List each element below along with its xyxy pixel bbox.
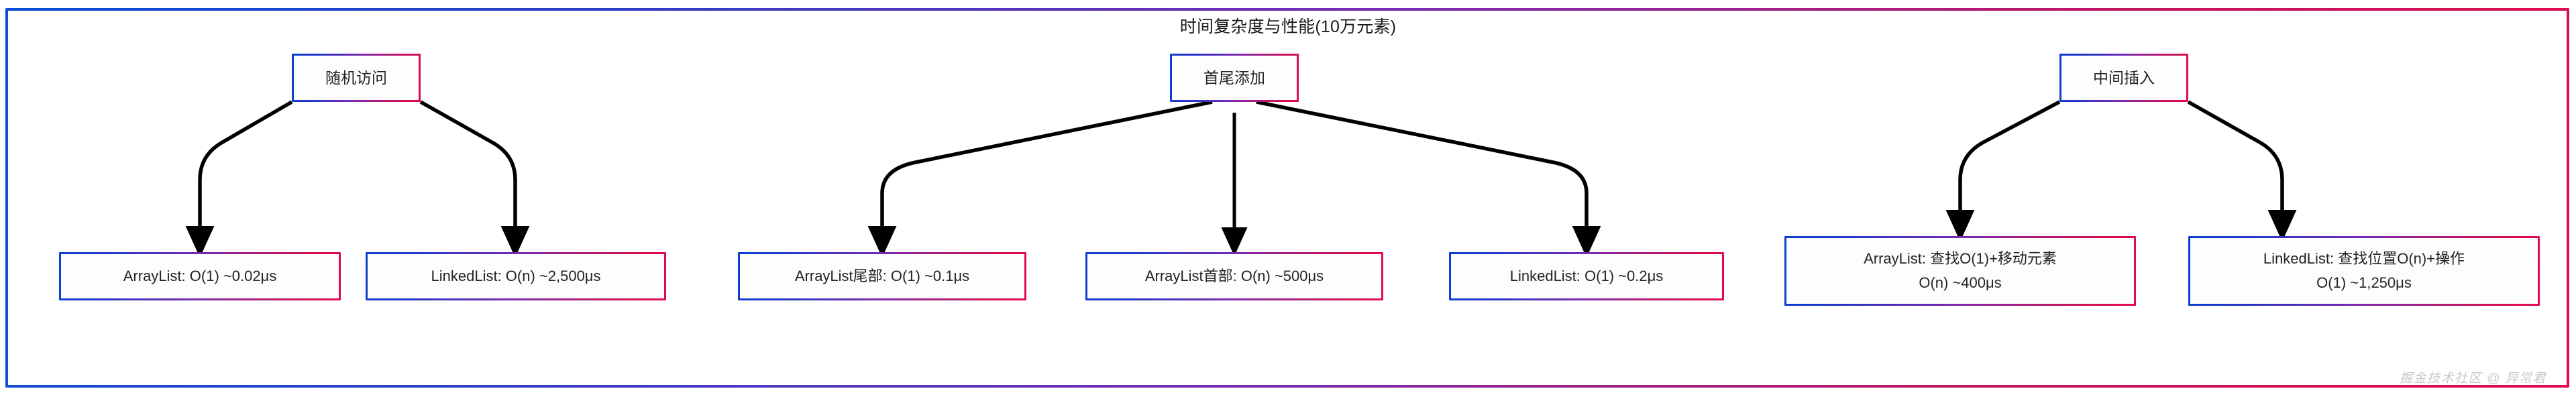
leaf-node-head-tail-arraylist-tail[interactable]: ArrayList尾部: O(1) ~0.1μs <box>738 252 1026 300</box>
leaf-node-line: LinkedList: 查找位置O(n)+操作 <box>2263 250 2465 267</box>
leaf-node-line: LinkedList: O(n) ~2,500μs <box>431 268 601 284</box>
leaf-node-random-access-arraylist[interactable]: ArrayList: O(1) ~0.02μs <box>59 252 341 300</box>
group-node-label: 中间插入 <box>2093 69 2155 87</box>
leaf-node-line: ArrayList尾部: O(1) ~0.1μs <box>794 268 970 284</box>
group-node-label: 随机访问 <box>325 69 387 87</box>
leaf-node-head-tail-arraylist-head[interactable]: ArrayList首部: O(n) ~500μs <box>1085 252 1383 300</box>
group-node-label: 首尾添加 <box>1203 69 1265 87</box>
leaf-node-random-access-linkedlist[interactable]: LinkedList: O(n) ~2,500μs <box>366 252 666 300</box>
group-node-middle-insert[interactable]: 中间插入 <box>2059 54 2188 102</box>
leaf-node-head-tail-linkedlist[interactable]: LinkedList: O(1) ~0.2μs <box>1449 252 1724 300</box>
leaf-node-line: LinkedList: O(1) ~0.2μs <box>1509 268 1664 284</box>
group-node-random-access[interactable]: 随机访问 <box>292 54 421 102</box>
leaf-node-text: ArrayList: 查找O(1)+移动元素 O(n) ~400μs <box>1864 247 2057 295</box>
leaf-node-middle-insert-linkedlist[interactable]: LinkedList: 查找位置O(n)+操作 O(1) ~1,250μs <box>2188 236 2540 306</box>
leaf-node-text: LinkedList: 查找位置O(n)+操作 O(1) ~1,250μs <box>2263 247 2465 295</box>
leaf-node-line: O(1) ~1,250μs <box>2316 274 2412 291</box>
diagram-title: 时间复杂度与性能(10万元素) <box>1179 17 1397 36</box>
leaf-node-line: ArrayList: 查找O(1)+移动元素 <box>1864 250 2057 267</box>
leaf-node-middle-insert-arraylist[interactable]: ArrayList: 查找O(1)+移动元素 O(n) ~400μs <box>1784 236 2136 306</box>
group-node-head-tail-add[interactable]: 首尾添加 <box>1170 54 1299 102</box>
leaf-node-line: ArrayList首部: O(n) ~500μs <box>1144 268 1324 284</box>
leaf-node-line: O(n) ~400μs <box>1919 274 2002 291</box>
leaf-node-line: ArrayList: O(1) ~0.02μs <box>123 268 277 284</box>
watermark: 掘金技术社区 @ 异常君 <box>2400 372 2546 386</box>
